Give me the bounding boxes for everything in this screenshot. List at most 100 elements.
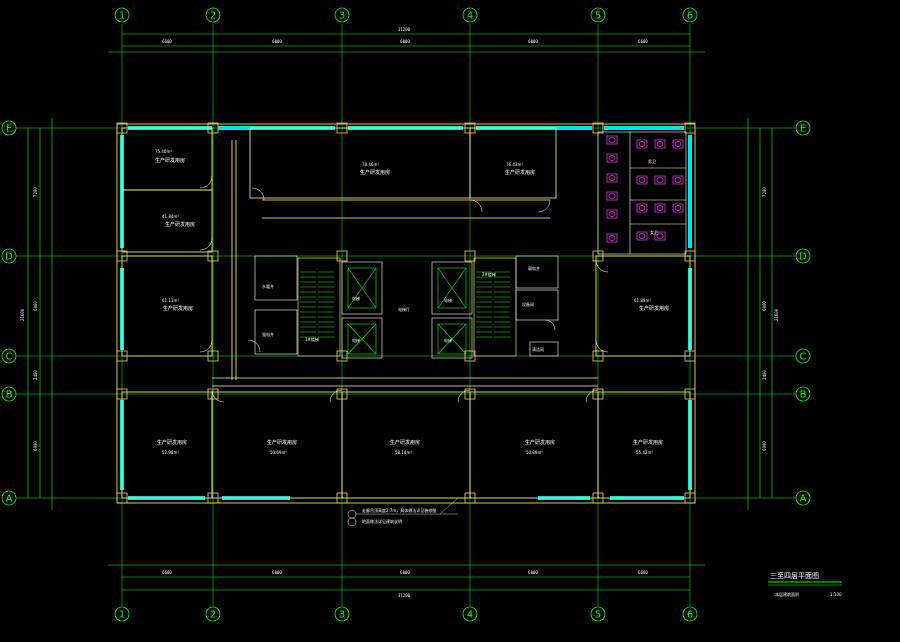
column bbox=[207, 350, 219, 362]
toilet-fixture bbox=[636, 175, 648, 185]
top-dim-2: 6000 bbox=[272, 39, 282, 44]
drawing-subtitle: 本层建筑面积 bbox=[775, 591, 799, 597]
column bbox=[684, 388, 696, 400]
axis-label-6: 6 bbox=[687, 610, 693, 621]
toilet-fixture bbox=[654, 139, 666, 149]
drawing-scale: 1:100 bbox=[830, 592, 842, 597]
toilet-fixture bbox=[636, 231, 648, 241]
axis-label-B: B bbox=[6, 390, 13, 401]
core-label-elevator-2: 电梯 bbox=[352, 337, 360, 343]
column bbox=[592, 388, 604, 400]
toilet-fixture bbox=[672, 139, 684, 149]
room-area-r6: 61.89m² bbox=[634, 298, 651, 303]
axis-label-E: E bbox=[800, 124, 806, 135]
toilet-bowl bbox=[638, 205, 646, 211]
room-label-r6: 生产研发用房 bbox=[639, 305, 669, 312]
column bbox=[592, 492, 604, 504]
room-area-r11: 55.42m² bbox=[636, 450, 653, 455]
right-dim-2: 6000 bbox=[762, 301, 767, 311]
toilet-fixture bbox=[672, 203, 684, 213]
bottom-dim-4: 6000 bbox=[528, 570, 538, 575]
interior-walls bbox=[121, 127, 691, 499]
left-dim-1: 7200 bbox=[33, 187, 38, 197]
toilet-fixture bbox=[654, 203, 666, 213]
toilet-bowl bbox=[656, 205, 664, 211]
title-block: 三至四层平面图 本层建筑面积 1:100 bbox=[768, 572, 842, 597]
axis-bubble-D bbox=[795, 248, 811, 264]
axis-label-C: C bbox=[6, 352, 13, 363]
note-line-1: 走廊吊顶高度2.7m，具体做法详见装修图 bbox=[362, 507, 436, 513]
right-dim-1: 7200 bbox=[762, 187, 767, 197]
core-label-toilet-f: 女卫 bbox=[650, 229, 658, 235]
core-label-shaft2: 强电井 bbox=[262, 331, 274, 337]
exterior-walls bbox=[116, 123, 696, 504]
top-dim-3: 6000 bbox=[400, 39, 410, 44]
column bbox=[684, 350, 696, 362]
axis-bubble-4 bbox=[462, 606, 478, 622]
toilet-bowl bbox=[638, 177, 646, 183]
sanitary-fixtures bbox=[606, 135, 684, 243]
toilet-fixture bbox=[606, 153, 618, 163]
bottom-total-dim: 31200 bbox=[398, 593, 411, 598]
room-area-r9: 58.14m² bbox=[395, 450, 412, 455]
room-label-r11: 生产研发用房 bbox=[633, 439, 663, 446]
core-label-shaft1: 水暖井 bbox=[262, 283, 274, 289]
room-label-r4: 生产研发用房 bbox=[360, 169, 390, 176]
axis-label-2: 2 bbox=[210, 11, 216, 22]
axis-bubble-E bbox=[1, 120, 17, 136]
column bbox=[207, 122, 219, 134]
column bbox=[464, 492, 476, 504]
toilet-fixture bbox=[606, 173, 618, 183]
axis-label-E: E bbox=[6, 124, 12, 135]
column bbox=[684, 492, 696, 504]
room-labels: 生产研发用房 75.40m² 生产研发用房 41.84m² 生产研发用房 61.… bbox=[155, 149, 669, 455]
toilet-fixture bbox=[606, 209, 618, 219]
column bbox=[116, 388, 128, 400]
room-label-r1: 生产研发用房 bbox=[155, 157, 185, 164]
room-area-r2: 41.84m² bbox=[162, 214, 179, 219]
left-total-dim: 21600 bbox=[20, 308, 25, 321]
core-label-elevator-4: 电梯 bbox=[444, 337, 452, 343]
axis-bubble-E bbox=[795, 120, 811, 136]
room-area-r10: 50.89m² bbox=[526, 450, 543, 455]
core-label-stair1: 1#楼梯 bbox=[305, 336, 319, 342]
column bbox=[207, 250, 219, 262]
stair-treads bbox=[300, 271, 510, 338]
left-dim-4: 6000 bbox=[33, 441, 38, 451]
column bbox=[464, 250, 476, 262]
right-total-dim: 21600 bbox=[774, 308, 779, 321]
column bbox=[684, 122, 696, 134]
column bbox=[336, 350, 348, 362]
axis-bubble-4 bbox=[462, 7, 478, 23]
axis-bubble-1 bbox=[114, 606, 130, 622]
axis-bubble-5 bbox=[590, 7, 606, 23]
toilet-bowl bbox=[608, 155, 616, 161]
toilet-bowl bbox=[656, 141, 664, 147]
column bbox=[116, 122, 128, 134]
toilet-fixture bbox=[606, 135, 618, 145]
toilet-bowl bbox=[674, 177, 682, 183]
column bbox=[116, 492, 128, 504]
axis-bubble-2 bbox=[205, 606, 221, 622]
toilet-fixture bbox=[606, 191, 618, 201]
axis-label-4: 4 bbox=[467, 610, 473, 621]
axis-bubble-1 bbox=[114, 7, 130, 23]
dimension-chains bbox=[27, 33, 773, 591]
toilet-fixture bbox=[672, 175, 684, 185]
toilet-fixture bbox=[636, 139, 648, 149]
toilet-block bbox=[597, 131, 687, 255]
toilet-fixture bbox=[654, 175, 666, 185]
core-stairs-elevators bbox=[254, 255, 559, 359]
core-label-storage: 清洁间 bbox=[532, 346, 544, 352]
column bbox=[336, 122, 348, 134]
axis-label-5: 5 bbox=[595, 610, 601, 621]
bottom-dim-3: 6000 bbox=[400, 570, 410, 575]
axis-label-3: 3 bbox=[339, 11, 345, 22]
room-area-r1: 75.40m² bbox=[155, 149, 172, 154]
bottom-dim-1: 6600 bbox=[162, 570, 172, 575]
core-label-elevator-1: 电梯 bbox=[352, 295, 360, 301]
room-label-r5: 生产研发用房 bbox=[505, 169, 535, 176]
room-label-r8: 生产研发用房 bbox=[267, 439, 297, 446]
toilet-fixture bbox=[606, 233, 618, 243]
